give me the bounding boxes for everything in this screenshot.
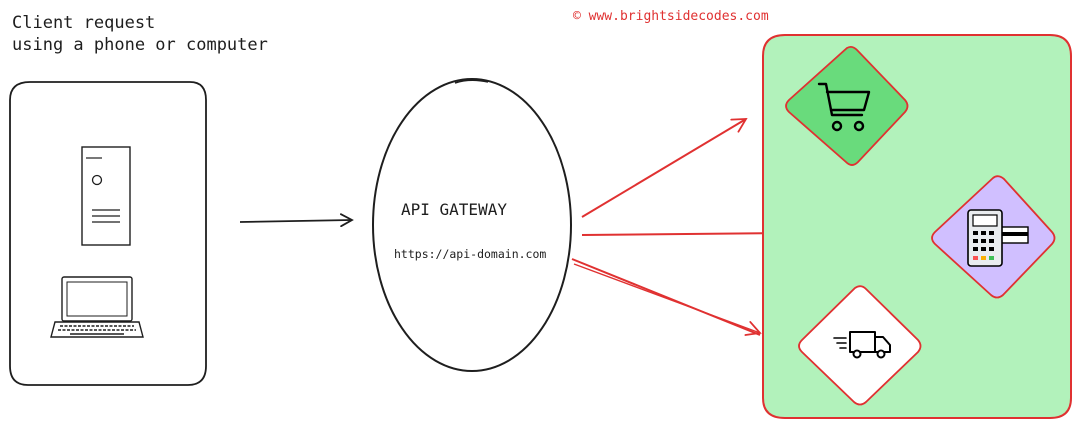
client-to-gateway-arrow bbox=[239, 213, 354, 228]
delivery-truck-icon bbox=[833, 331, 891, 359]
desktop-tower-icon bbox=[81, 146, 131, 246]
shopping-cart-icon bbox=[817, 82, 871, 132]
payment-terminal-icon bbox=[967, 209, 1029, 267]
gateway-url: https://api-domain.com bbox=[394, 247, 547, 261]
gateway-to-cart-arrow bbox=[581, 118, 748, 218]
gateway-to-delivery-arrow-2 bbox=[573, 263, 762, 336]
client-device-box bbox=[9, 81, 207, 386]
client-caption: Client request using a phone or computer bbox=[12, 12, 268, 56]
delivery-service-node bbox=[798, 285, 922, 406]
api-gateway-node bbox=[372, 78, 572, 372]
gateway-to-delivery-arrow bbox=[571, 258, 761, 336]
gateway-title: API GATEWAY bbox=[401, 200, 507, 219]
client-caption-line1: Client request bbox=[12, 13, 156, 33]
cart-service-node bbox=[785, 45, 909, 166]
copyright-notice: © www.brightsidecodes.com bbox=[573, 9, 769, 24]
laptop-icon bbox=[50, 276, 144, 338]
client-caption-line2: using a phone or computer bbox=[12, 35, 268, 55]
